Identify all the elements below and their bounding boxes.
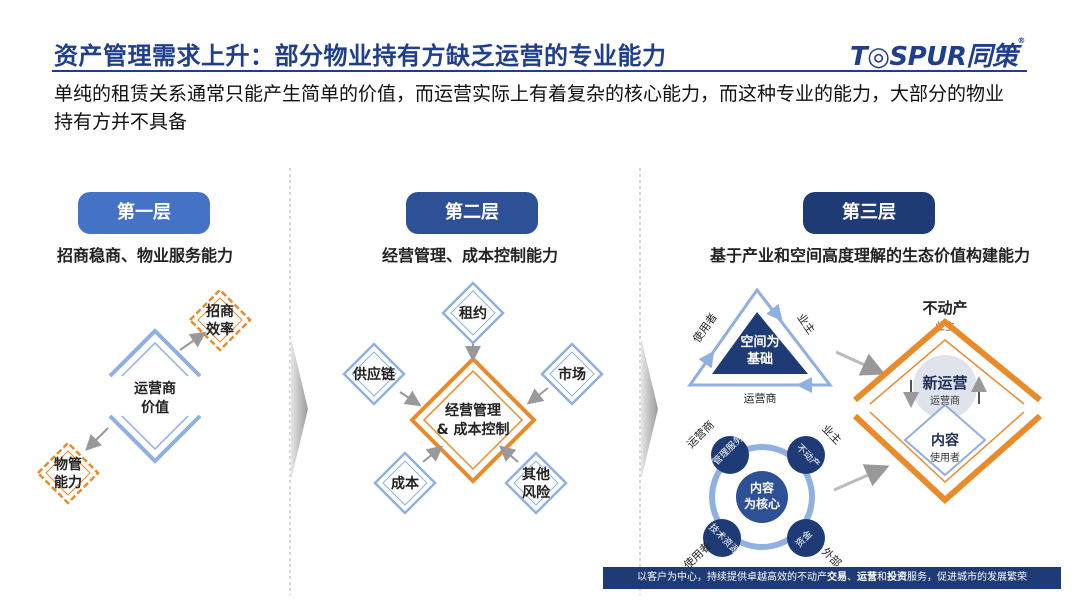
layer3-new-operation: 不动产 业主 新运营 运营商 内容 使用者 bbox=[852, 299, 1042, 505]
chevron-arrow-2 bbox=[641, 338, 658, 480]
layer1-property-line1: 物管 bbox=[54, 456, 82, 473]
page-subtitle: 单纯的租赁关系通常只能产生简单的价值，而运营实际上有着复杂的核心能力，而这种专业… bbox=[54, 83, 1005, 133]
layer1-arrow-down bbox=[85, 427, 109, 451]
svg-text:资金: 资金 bbox=[793, 528, 815, 550]
cycle-node-service bbox=[711, 436, 749, 474]
cycle-node-tech bbox=[703, 519, 741, 557]
triangle-center-line2: 基础 bbox=[746, 351, 773, 367]
triangle-center-line1: 空间为 bbox=[740, 334, 779, 350]
layer1-recruit-line2: 效率 bbox=[206, 321, 234, 338]
footer-sep: 、 bbox=[847, 572, 857, 583]
page-title: 资产管理需求上升：部分物业持有方缺乏运营的专业能力 bbox=[54, 42, 667, 70]
layer1-center-diamond-bottom bbox=[108, 414, 202, 464]
new-ops-sub: 运营商 bbox=[930, 394, 960, 407]
svg-text:供应链: 供应链 bbox=[352, 366, 396, 383]
layer3-triangle: 空间为 基础 使用者 业主 运营商 bbox=[687, 287, 834, 405]
layer2-caption: 经营管理、成本控制能力 bbox=[381, 246, 558, 265]
company-logo: T◎SPUR同策® bbox=[850, 36, 1025, 73]
chevron-arrow-1 bbox=[291, 338, 308, 480]
layer1-diamond-property bbox=[36, 441, 100, 505]
footer-bold-invest: 投资 bbox=[887, 572, 907, 583]
layer3-caption: 基于产业和空间高度理解的生态价值构建能力 bbox=[709, 246, 1030, 265]
cycle-node-capital bbox=[787, 519, 825, 557]
layer3-arrow-lower bbox=[833, 464, 890, 492]
new-ops-title: 新运营 bbox=[922, 374, 967, 392]
triangle-label-owner: 业主 bbox=[794, 311, 817, 336]
layer3-arrow-upper bbox=[835, 350, 886, 376]
logo-brand: T◎SPUR bbox=[850, 42, 967, 72]
layer1-badge: 第一层 bbox=[78, 192, 210, 234]
layer2-center-line2: & 成本控制 bbox=[436, 421, 509, 438]
svg-text:成本: 成本 bbox=[391, 475, 420, 492]
svg-text:风险: 风险 bbox=[522, 484, 551, 501]
svg-text:不动产: 不动产 bbox=[794, 442, 823, 471]
footer-bold-trade: 交易 bbox=[827, 572, 847, 583]
svg-text:管理服务: 管理服务 bbox=[710, 432, 746, 468]
cycle-center-line1: 内容 bbox=[750, 480, 774, 495]
cycle-center-line2: 为核心 bbox=[744, 496, 780, 511]
layer3-badge: 第三层 bbox=[803, 192, 935, 234]
cycle-label-operator: 运营商 bbox=[684, 418, 717, 451]
layer1-diagram: 运营商 价值 招商 效率 物管 能力 bbox=[36, 288, 252, 505]
layer2-node-supply: 供应链 bbox=[342, 342, 406, 406]
footer-suffix: 服务，促进城市的发展繁荣 bbox=[907, 572, 1027, 583]
layer2-node-lease: 租约 bbox=[441, 281, 505, 345]
logo-reg: ® bbox=[1017, 36, 1025, 45]
layer1-center-diamond-top bbox=[108, 328, 202, 378]
triangle-label-user: 使用者 bbox=[690, 311, 720, 345]
svg-text:市场: 市场 bbox=[558, 366, 586, 383]
layer2-center-line1: 经营管理 bbox=[445, 402, 501, 419]
svg-text:租约: 租约 bbox=[459, 305, 487, 322]
layer2-node-cost: 成本 bbox=[373, 451, 437, 515]
layer1-arrow-up bbox=[179, 331, 207, 351]
layer2-node-market: 市场 bbox=[540, 342, 604, 406]
realestate-title: 不动产 bbox=[922, 299, 967, 317]
cycle-label-owner: 业主 bbox=[819, 422, 844, 447]
footer-prefix: 以客户为中心，持续提供卓越高效的不动产 bbox=[637, 572, 827, 583]
layer1-recruit-line1: 招商 bbox=[206, 303, 234, 320]
layer1-center-line1: 运营商 bbox=[134, 380, 176, 397]
svg-text:技术资源: 技术资源 bbox=[706, 521, 742, 557]
realestate-sub: 业主 bbox=[935, 321, 955, 333]
layer1-diamond-recruit bbox=[188, 288, 252, 352]
content-title: 内容 bbox=[931, 432, 959, 449]
layer1-property-line2: 能力 bbox=[54, 474, 82, 491]
layer2-center-diamond bbox=[409, 356, 537, 484]
triangle-label-operator: 运营商 bbox=[744, 391, 777, 405]
layer2-badge: 第二层 bbox=[406, 192, 538, 234]
footer-banner: 以客户为中心，持续提供卓越高效的不动产交易、运营和投资服务，促进城市的发展繁荣 bbox=[603, 567, 1061, 589]
footer-mid: 和 bbox=[877, 572, 887, 583]
footer-bold-ops: 运营 bbox=[857, 572, 877, 583]
svg-text:其他: 其他 bbox=[522, 466, 550, 483]
cycle-node-realestate bbox=[787, 436, 825, 474]
layer1-caption: 招商稳商、物业服务能力 bbox=[56, 246, 233, 265]
content-sub: 使用者 bbox=[930, 451, 960, 464]
logo-cn: 同策 bbox=[966, 42, 1018, 72]
layer3-cycle: 内容 为核心 管理服务 不动产 资金 技术资源 运营商 业主 外部 使用者 bbox=[681, 418, 844, 572]
layer2-diagram: 经营管理 & 成本控制 租约 供应链 市场 成本 其他 风险 bbox=[342, 281, 604, 515]
layer1-center-line2: 价值 bbox=[141, 399, 169, 416]
title-underline bbox=[52, 70, 1027, 72]
layer2-node-risk: 其他 风险 bbox=[504, 451, 568, 515]
